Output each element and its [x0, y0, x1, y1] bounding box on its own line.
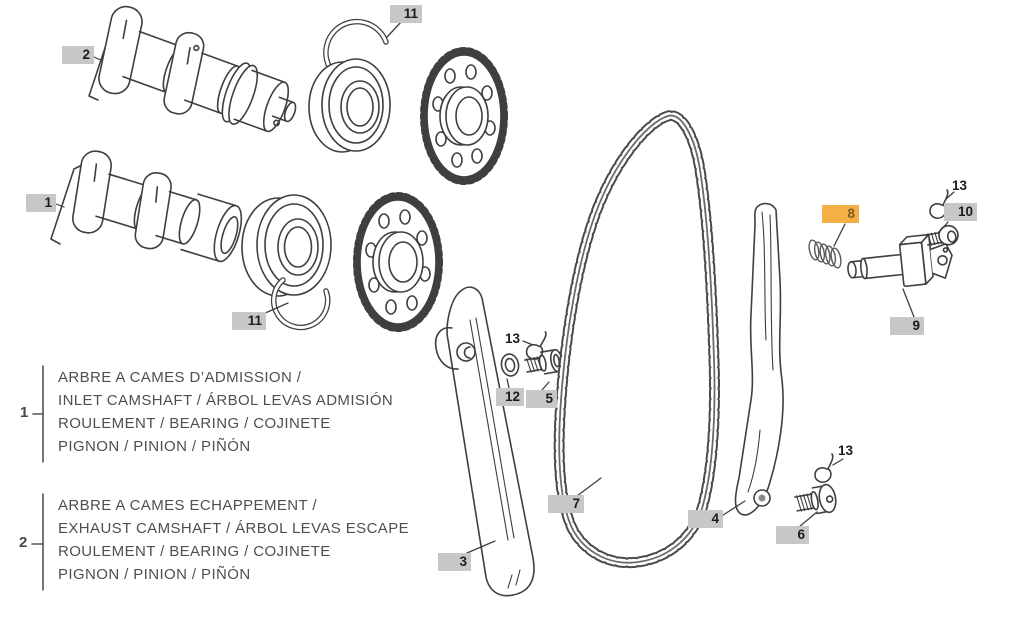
timing-chain-drawing	[553, 110, 721, 569]
caption-1-line-2: INLET CAMSHAFT / ÁRBOL LEVAS ADMISIÓN	[58, 392, 394, 409]
washer-drawing	[500, 353, 520, 377]
circlip-bottom-drawing	[271, 277, 331, 331]
part-badge-4[interactable]: 4	[688, 510, 723, 528]
part-badge-3[interactable]: 3	[438, 553, 471, 571]
caption-2-line-2: EXHAUST CAMSHAFT / ÁRBOL LEVAS ESCAPE	[58, 520, 410, 537]
part-badge-11-top[interactable]: 11	[390, 5, 422, 23]
caption-1-line-4: PIGNON / PINION / PIÑÓN	[58, 438, 251, 455]
part-number-13-top-right: 13	[952, 178, 968, 193]
caption-2-text: ARBRE A CAMES ECHAPPEMENT / EXHAUST CAMS…	[58, 494, 409, 586]
bracket-inlet-camshaft	[50, 164, 83, 245]
caption-1-number: 1	[20, 404, 29, 421]
part-badge-6[interactable]: 6	[776, 526, 809, 544]
exhaust-camshaft-drawing	[98, 5, 297, 133]
clip-13-mid-drawing	[525, 331, 547, 360]
sprocket-bottom-drawing	[353, 192, 443, 332]
tensioner-blade-drawing	[734, 202, 784, 516]
caption-1-text: ARBRE A CAMES D’ADMISSION / INLET CAMSHA…	[58, 366, 393, 458]
leader-lines	[262, 20, 955, 554]
inlet-camshaft-drawing	[71, 150, 243, 263]
clip-13-bottom-right-drawing	[814, 453, 834, 483]
part-number-13-bottom-right: 13	[838, 443, 854, 458]
part-badge-10[interactable]: 10	[944, 203, 977, 221]
caption-1-line-3: ROULEMENT / BEARING / COJINETE	[58, 415, 331, 432]
part-badge-7[interactable]: 7	[548, 495, 584, 513]
part-badge-8-highlighted[interactable]: 8	[822, 205, 859, 223]
part-badge-11-mid[interactable]: 11	[232, 312, 266, 330]
chain-guide-drawing	[434, 286, 535, 597]
caption-1-line-1: ARBRE A CAMES D’ADMISSION /	[58, 369, 302, 386]
part-badge-9[interactable]: 9	[890, 317, 924, 335]
part-number-13-mid: 13	[505, 331, 521, 346]
part-badge-5[interactable]: 5	[526, 390, 557, 408]
sprocket-top-drawing	[420, 47, 508, 185]
caption-2-line-1: ARBRE A CAMES ECHAPPEMENT /	[58, 497, 317, 514]
bearing-bottom-drawing	[241, 194, 332, 297]
spring-drawing	[808, 239, 842, 269]
bearing-top-drawing	[308, 58, 391, 153]
tensioner-body-drawing	[847, 233, 953, 288]
caption-brackets	[31, 365, 44, 591]
caption-2-line-4: PIGNON / PINION / PIÑÓN	[58, 566, 251, 583]
part-badge-12[interactable]: 12	[496, 388, 524, 406]
caption-2-line-3: ROULEMENT / BEARING / COJINETE	[58, 543, 331, 560]
part-badge-2[interactable]: 2	[62, 46, 94, 64]
caption-2-number: 2	[19, 534, 28, 551]
screw-10-drawing	[925, 224, 959, 246]
part-badge-1[interactable]: 1	[26, 194, 56, 212]
screw-6-drawing	[793, 483, 837, 515]
